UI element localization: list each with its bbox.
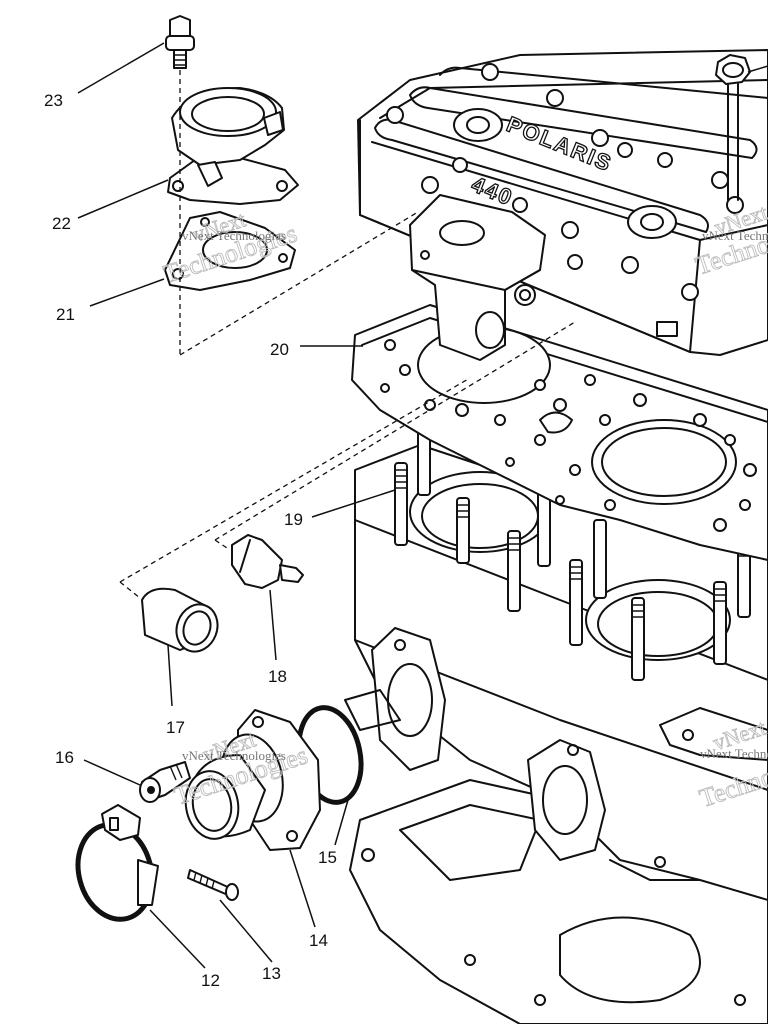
part-12-clamp — [75, 804, 159, 922]
cover-tab — [656, 321, 678, 337]
callout-labels: 23 22 21 20 19 18 17 16 15 14 13 12 — [44, 91, 337, 990]
part-13-screw — [187, 869, 239, 901]
watermark-small-b: vNext Technologies — [182, 748, 286, 763]
watermark-small-d: vNext Technologies — [700, 746, 768, 761]
callout-21: 21 — [56, 305, 75, 324]
callout-18: 18 — [268, 667, 287, 686]
callout-17: 17 — [166, 718, 185, 737]
part-21-gasket — [164, 211, 296, 291]
cylinder-head-cover: POLARIS 440 — [357, 49, 768, 356]
callout-16: 16 — [55, 748, 74, 767]
part-16-bolt — [139, 761, 191, 803]
callout-22: 22 — [52, 214, 71, 233]
cover-nut — [715, 54, 768, 201]
callout-12: 12 — [201, 971, 220, 990]
callout-20: 20 — [270, 340, 289, 359]
callout-14: 14 — [309, 931, 328, 950]
part-14-exhaust-flange — [184, 709, 321, 851]
callout-19: 19 — [284, 510, 303, 529]
callout-23: 23 — [44, 91, 63, 110]
cylinder-studs — [394, 424, 751, 681]
assembly-dashed-lines — [119, 70, 576, 599]
part-23-bolt — [165, 15, 195, 69]
water-outlet-housing — [409, 194, 546, 361]
head-gasket — [351, 304, 768, 561]
callout-13: 13 — [262, 964, 281, 983]
part-22-outlet-elbow — [167, 87, 299, 205]
leader-lines — [77, 42, 396, 969]
callout-15: 15 — [318, 848, 337, 867]
watermark-small-a: vNext Technologies — [182, 228, 286, 243]
watermark-small-c: vNext Technologies — [702, 228, 768, 243]
part-17-sleeve — [141, 587, 219, 653]
part-18-sensor — [231, 534, 304, 589]
